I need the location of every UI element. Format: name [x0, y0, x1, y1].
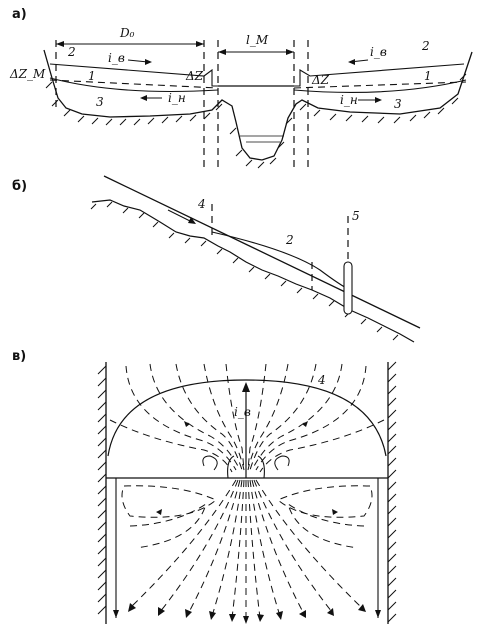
panel-c-label: в) [12, 349, 26, 364]
arrowhead-left-lower [140, 95, 147, 101]
slope-right-upper: i_в [370, 45, 387, 59]
slope-right-lower: i_н [340, 93, 358, 107]
num-right-2: 2 [421, 39, 430, 53]
num-right-3: 3 [394, 97, 402, 111]
num-right-1: 1 [424, 69, 432, 83]
mark-b-5: 5 [352, 209, 360, 223]
panel-b-label: б) [12, 179, 27, 194]
curve-left-1 [49, 79, 219, 89]
num-left-3: 3 [96, 95, 104, 109]
curve-right-3 [293, 79, 467, 93]
upper-arrowheads [156, 421, 338, 515]
slope-ground [91, 199, 415, 343]
slope-left-upper: i_в [108, 51, 125, 65]
slope-line [103, 175, 421, 329]
panel-a: а) D₀ l_M i_в [9, 7, 473, 169]
curve-right-2 [294, 63, 465, 87]
wall-right-hatching [387, 361, 397, 623]
dim-lm: l_M [246, 33, 269, 47]
wall-left-hatching [97, 365, 107, 615]
streamlines-lower [129, 479, 363, 620]
axis-label-c: i_в [234, 405, 251, 419]
arrowhead-right-lower [375, 97, 382, 103]
arrowhead-left-upper [145, 59, 152, 65]
slope-left-lower: i_н [168, 91, 186, 105]
jet-edges [227, 455, 265, 479]
vertical-axis-arrowhead [242, 382, 250, 392]
mark-c-4: 4 [317, 373, 326, 387]
num-left-1: 1 [88, 69, 96, 83]
curve-right-1 [293, 81, 467, 89]
panel-c: в) i_в 4 [12, 349, 397, 624]
pit-water [240, 135, 284, 143]
dim-dz-m: ΔZ_M [9, 67, 46, 81]
streamlines-upper [109, 363, 385, 473]
slope-arrow [167, 209, 193, 223]
ground-hatching [45, 73, 467, 169]
panel-a-label: а) [12, 7, 27, 22]
arrow-left-upper [127, 59, 149, 63]
slope-arrowhead [188, 217, 196, 224]
num-left-2: 2 [67, 45, 76, 59]
dim-dz-left: ΔZ [185, 69, 204, 83]
streamline-arrowheads [113, 603, 381, 624]
gauge-post [343, 261, 353, 315]
curve-left-3 [49, 77, 219, 93]
curve-c-4 [107, 379, 387, 457]
dim-arrows-lm [218, 49, 294, 55]
mark-b-2: 2 [285, 233, 294, 247]
arrowhead-right-upper [348, 59, 355, 65]
curve-left-2 [49, 63, 218, 87]
dim-dz-right: ΔZ [311, 73, 330, 87]
curve-b-2 [211, 231, 351, 291]
ground-profile [43, 49, 473, 161]
dim-d0: D₀ [119, 26, 135, 40]
eddy-left [202, 455, 218, 471]
mark-b-4: 4 [197, 197, 206, 211]
panel-b: б) 4 2 5 [12, 175, 421, 343]
eddies-lower [121, 485, 373, 549]
slope-ground-hatching [90, 201, 399, 341]
eddy-right [274, 455, 290, 471]
